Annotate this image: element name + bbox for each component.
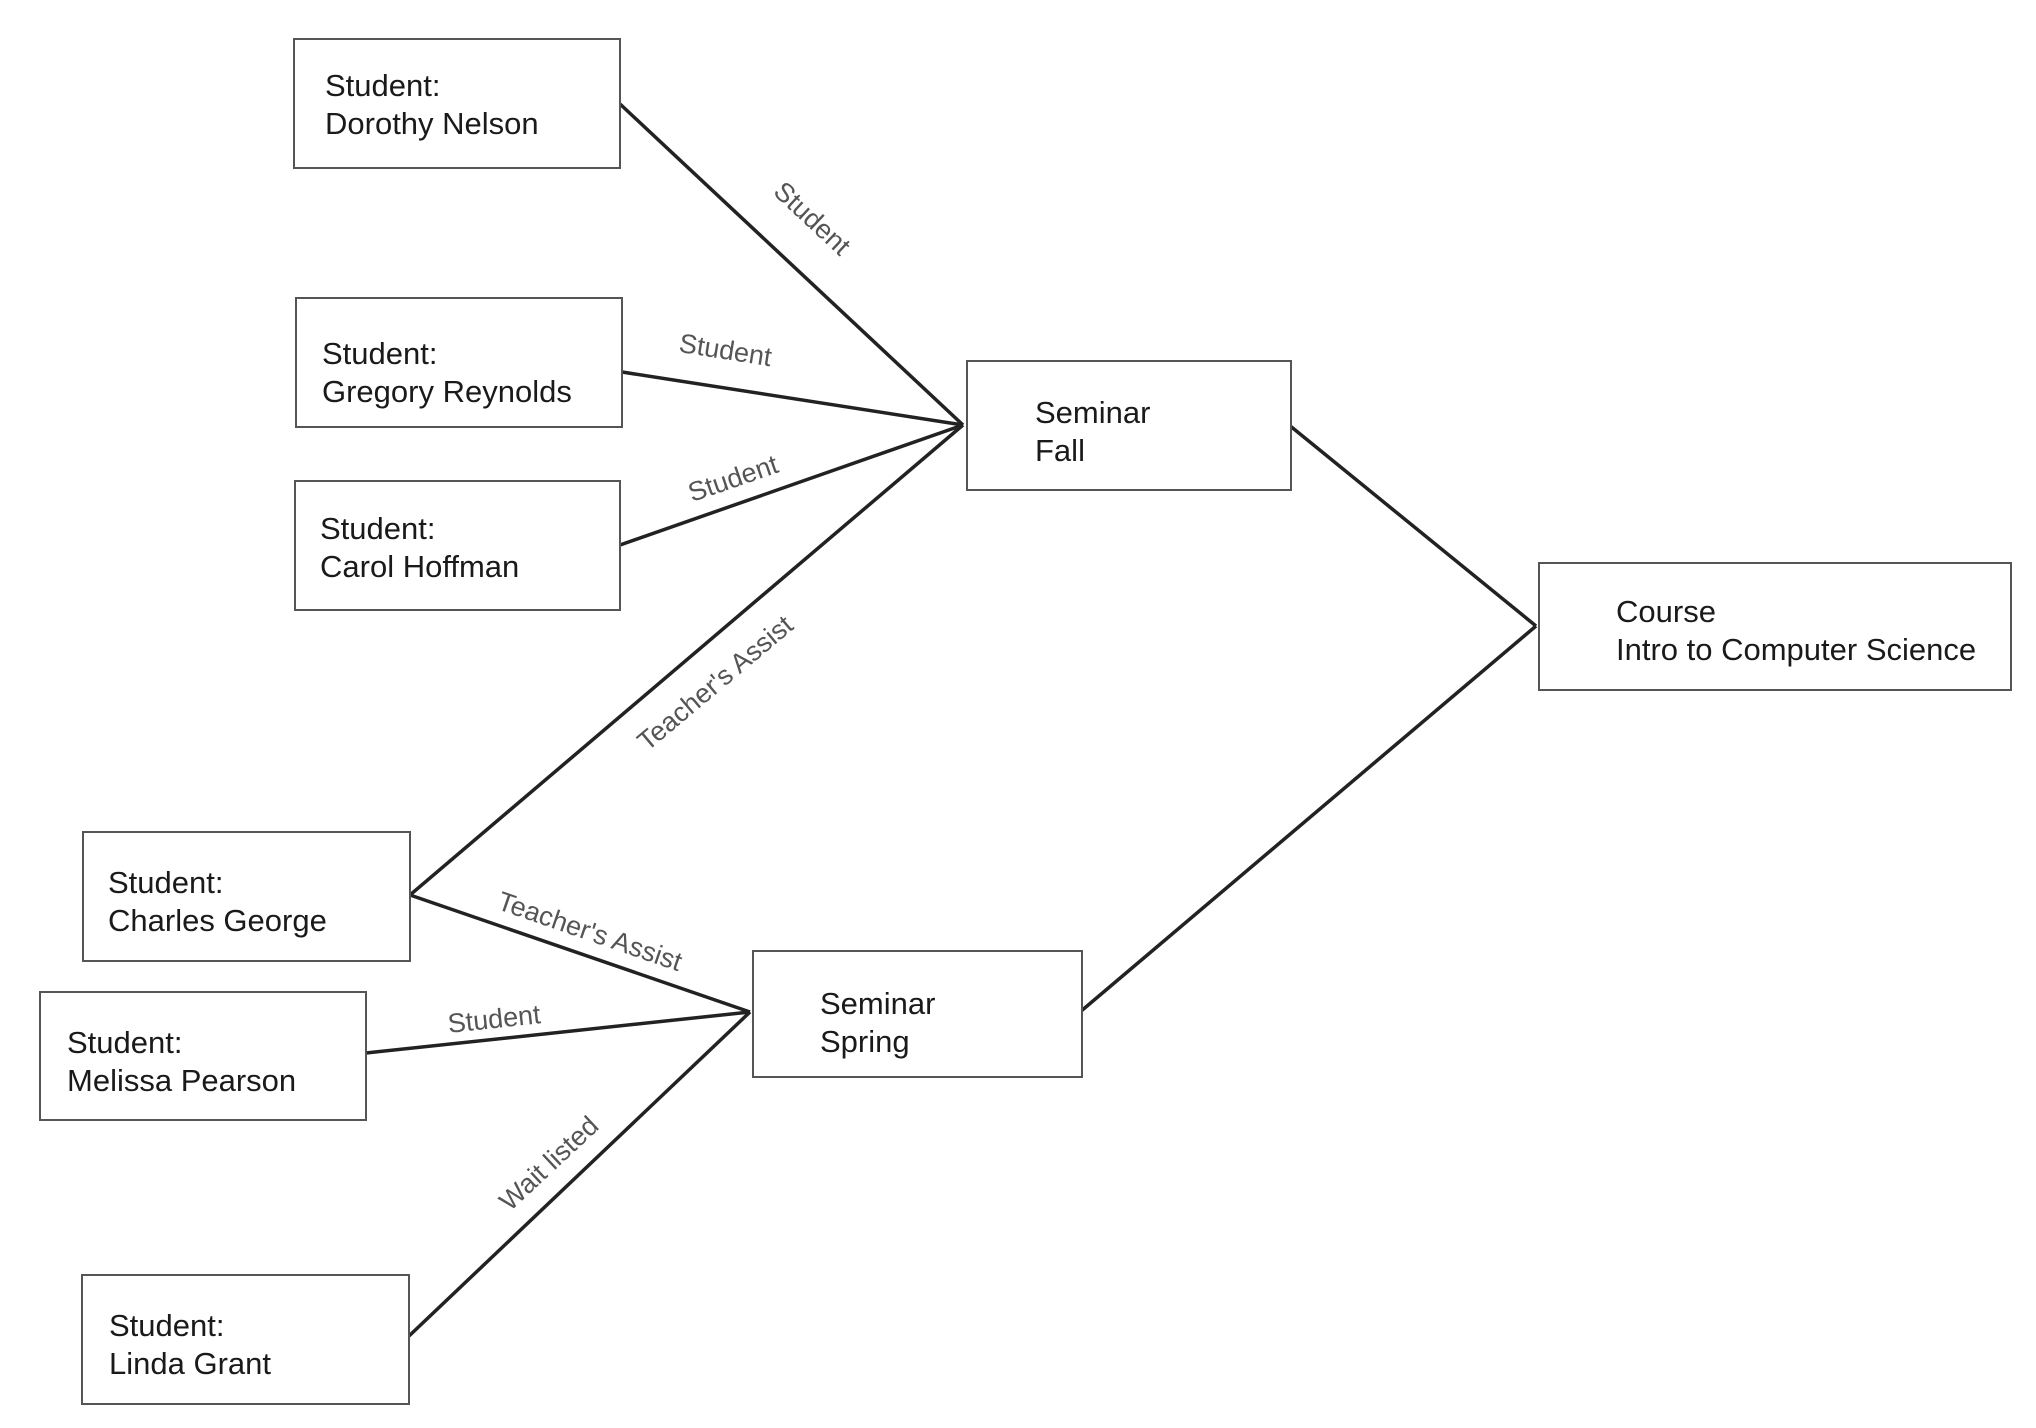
node-type-label: Seminar (1035, 395, 1150, 430)
node-box (295, 297, 623, 428)
edges (365, 102, 1538, 1338)
node-type-label: Student: (108, 865, 223, 900)
edge-label-linda-spring: Wait listed (493, 1110, 604, 1216)
edge-label-melissa-spring: Student (446, 999, 542, 1039)
node-type-label: Seminar (820, 986, 935, 1021)
node-box (293, 38, 621, 169)
node-name-label: Gregory Reynolds (322, 374, 572, 409)
edge-melissa-spring (365, 1010, 751, 1055)
node-type-label: Student: (325, 68, 440, 103)
edge-label-dorothy-fall: Student (768, 176, 857, 262)
node-melissa-pearson[interactable]: Student: Melissa Pearson (39, 991, 367, 1121)
node-box (294, 480, 621, 611)
node-type-label: Student: (322, 336, 437, 371)
node-carol-hoffman[interactable]: Student: Carol Hoffman (294, 480, 621, 611)
edge-charles-spring (409, 893, 751, 1014)
node-gregory-reynolds[interactable]: Student: Gregory Reynolds (295, 297, 623, 428)
node-box (1538, 562, 2012, 691)
node-box (81, 1274, 410, 1405)
edge-gregory-fall (621, 370, 964, 427)
edge-label-carol-fall: Student (684, 449, 782, 508)
node-box (39, 991, 367, 1121)
node-charles-george[interactable]: Student: Charles George (82, 831, 411, 962)
node-name-label: Melissa Pearson (67, 1063, 296, 1098)
node-seminar-spring[interactable]: Seminar Spring (752, 950, 1083, 1078)
node-type-label: Student: (320, 511, 435, 546)
node-type-label: Course (1616, 594, 1716, 629)
edge-fall-course (1287, 423, 1538, 628)
edge-label-gregory-fall: Student (677, 328, 774, 372)
node-dorothy-nelson[interactable]: Student: Dorothy Nelson (293, 38, 621, 169)
node-seminar-fall[interactable]: Seminar Fall (966, 360, 1292, 491)
edge-carol-fall (619, 423, 964, 547)
node-name-label: Fall (1035, 433, 1085, 468)
node-linda-grant[interactable]: Student: Linda Grant (81, 1274, 410, 1405)
node-name-label: Linda Grant (109, 1346, 271, 1381)
node-name-label: Dorothy Nelson (325, 106, 539, 141)
node-name-label: Spring (820, 1024, 910, 1059)
edge-dorothy-fall (618, 102, 965, 427)
node-course-intro-cs[interactable]: Course Intro to Computer Science (1538, 562, 2012, 691)
node-name-label: Carol Hoffman (320, 549, 519, 584)
edge-spring-course (1078, 624, 1538, 1014)
edge-linda-spring (407, 1010, 752, 1338)
node-name-label: Intro to Computer Science (1616, 632, 1976, 667)
node-box (82, 831, 411, 962)
node-type-label: Student: (109, 1308, 224, 1343)
node-type-label: Student: (67, 1025, 182, 1060)
node-box (966, 360, 1292, 491)
edge-label-charles-spring: Teacher's Assist (494, 886, 686, 977)
node-name-label: Charles George (108, 903, 327, 938)
node-box (752, 950, 1083, 1078)
edge-charles-fall (408, 423, 965, 897)
